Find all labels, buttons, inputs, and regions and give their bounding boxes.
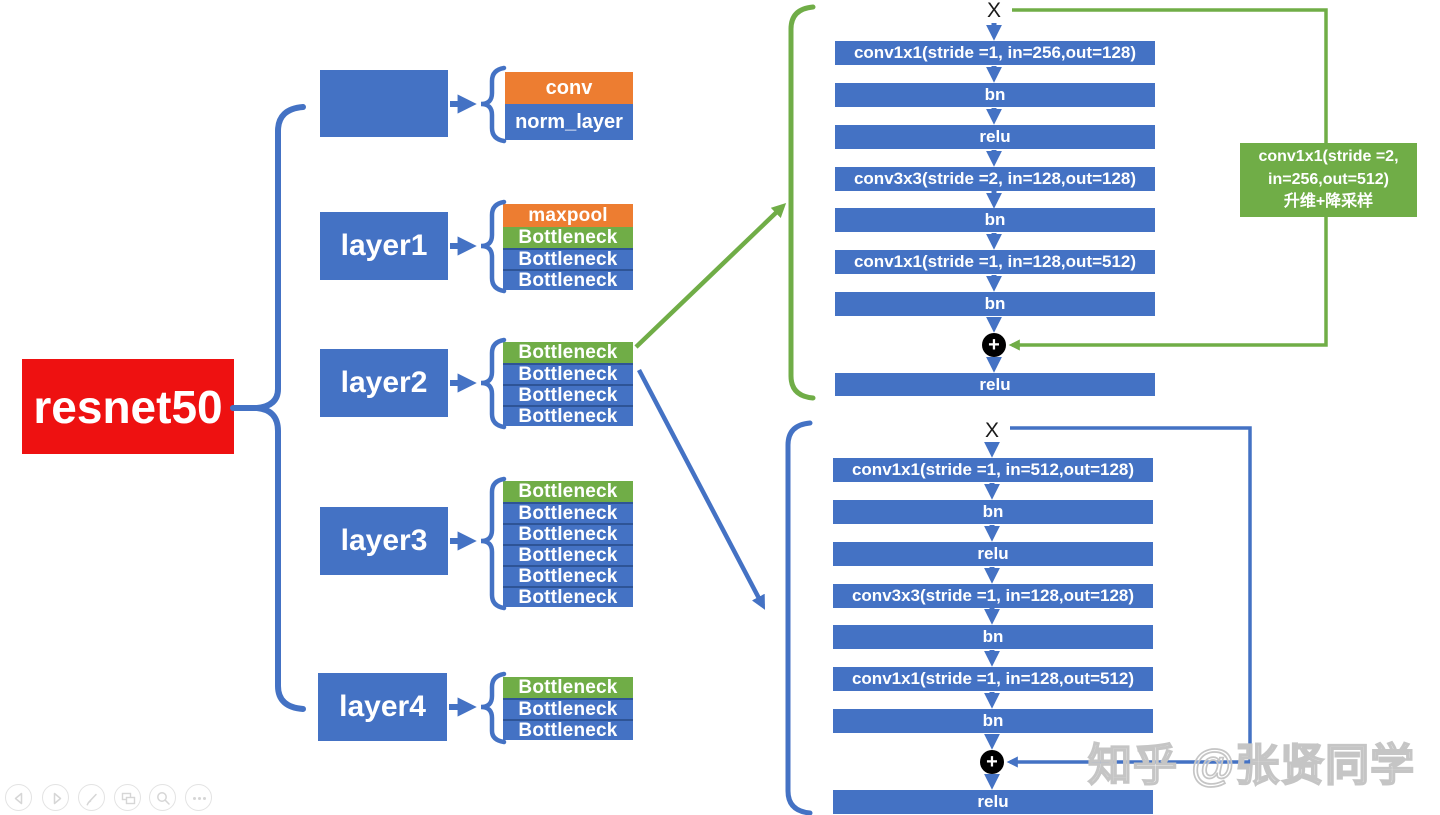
layer1-node: layer1: [320, 212, 448, 280]
flow-step: relu: [835, 125, 1155, 149]
green-bottleneck-detail-arrow: [634, 203, 787, 349]
stack-brace: [480, 476, 507, 611]
layer4-node: layer4: [318, 673, 447, 741]
block-row: Bottleneck: [503, 342, 633, 363]
block-row: Bottleneck: [503, 227, 633, 248]
block-row: Bottleneck: [503, 586, 633, 608]
flow-step: bn: [835, 292, 1155, 316]
flow-step: bn: [833, 500, 1153, 524]
block-row: norm_layer: [505, 104, 633, 140]
input-x-label: X: [986, 0, 1001, 22]
chart-bottom-bracket: [785, 420, 813, 815]
flow-step: conv1x1(stride =1, in=512,out=128): [833, 458, 1153, 482]
flow-step: relu: [833, 790, 1153, 814]
block-row: Bottleneck: [503, 502, 633, 524]
chart-top-bracket: [788, 4, 816, 401]
zoom-icon: [156, 791, 170, 805]
flow-step: conv1x1(stride =1, in=128,out=512): [835, 250, 1155, 274]
more-options-icon: [192, 796, 206, 800]
next-slide-icon: [53, 792, 61, 804]
block-row: Bottleneck: [503, 719, 633, 741]
stack-brace: [480, 65, 507, 144]
flow-step: relu: [835, 373, 1155, 396]
stack-brace: [480, 337, 507, 430]
block-row: Bottleneck: [503, 248, 633, 270]
add-node: +: [982, 333, 1006, 357]
block-row: Bottleneck: [503, 544, 633, 566]
add-node: +: [980, 750, 1004, 774]
layer2-node: layer2: [320, 349, 448, 417]
watermark: 知乎 @张贤同学: [1087, 740, 1416, 791]
flow-step: bn: [835, 208, 1155, 232]
pen-button[interactable]: [77, 783, 105, 811]
stack-brace: [480, 671, 507, 745]
root-brace: [256, 104, 306, 712]
pen-icon: [86, 793, 97, 805]
blue-bottleneck-detail-arrow: [637, 368, 766, 610]
block-row: Bottleneck: [503, 698, 633, 720]
flow-step: relu: [833, 542, 1153, 566]
flow-step: conv3x3(stride =1, in=128,out=128): [833, 584, 1153, 608]
stack-brace: [480, 199, 507, 294]
stem-node: [320, 70, 448, 137]
previous-slide-icon: [14, 792, 22, 804]
next-slide-button[interactable]: [41, 783, 69, 811]
input-x-label: X: [984, 419, 999, 442]
more-options-button[interactable]: [184, 783, 212, 811]
block-row: Bottleneck: [503, 523, 633, 545]
block-row: maxpool: [503, 204, 633, 227]
block-row: Bottleneck: [503, 269, 633, 291]
block-row: conv: [505, 72, 633, 104]
layer3-node: layer3: [320, 507, 448, 575]
block-row: Bottleneck: [503, 565, 633, 587]
previous-slide-button[interactable]: [4, 783, 32, 811]
shortcut-note-line: conv1x1(stride =2,: [1258, 147, 1399, 165]
see-all-slides-icon: [121, 792, 135, 804]
block-row: Bottleneck: [503, 481, 633, 502]
zoom-button[interactable]: [148, 783, 176, 811]
shortcut-note-line: 升维+降采样: [1283, 193, 1374, 211]
block-row: Bottleneck: [503, 384, 633, 406]
flow-step: conv3x3(stride =2, in=128,out=128): [835, 167, 1155, 191]
flow-step: conv1x1(stride =1, in=256,out=128): [835, 41, 1155, 65]
flow-step: conv1x1(stride =1, in=128,out=512): [833, 667, 1153, 691]
block-row: Bottleneck: [503, 677, 633, 698]
flow-step: bn: [833, 625, 1153, 649]
shortcut-note: conv1x1(stride =2, in=256,out=512) 升维+降采…: [1240, 143, 1417, 217]
shortcut-note-line: in=256,out=512): [1268, 170, 1389, 188]
block-row: Bottleneck: [503, 405, 633, 427]
see-all-slides-button[interactable]: [113, 783, 141, 811]
flow-step: bn: [835, 83, 1155, 107]
block-row: Bottleneck: [503, 363, 633, 385]
root-node: resnet50: [22, 359, 234, 454]
